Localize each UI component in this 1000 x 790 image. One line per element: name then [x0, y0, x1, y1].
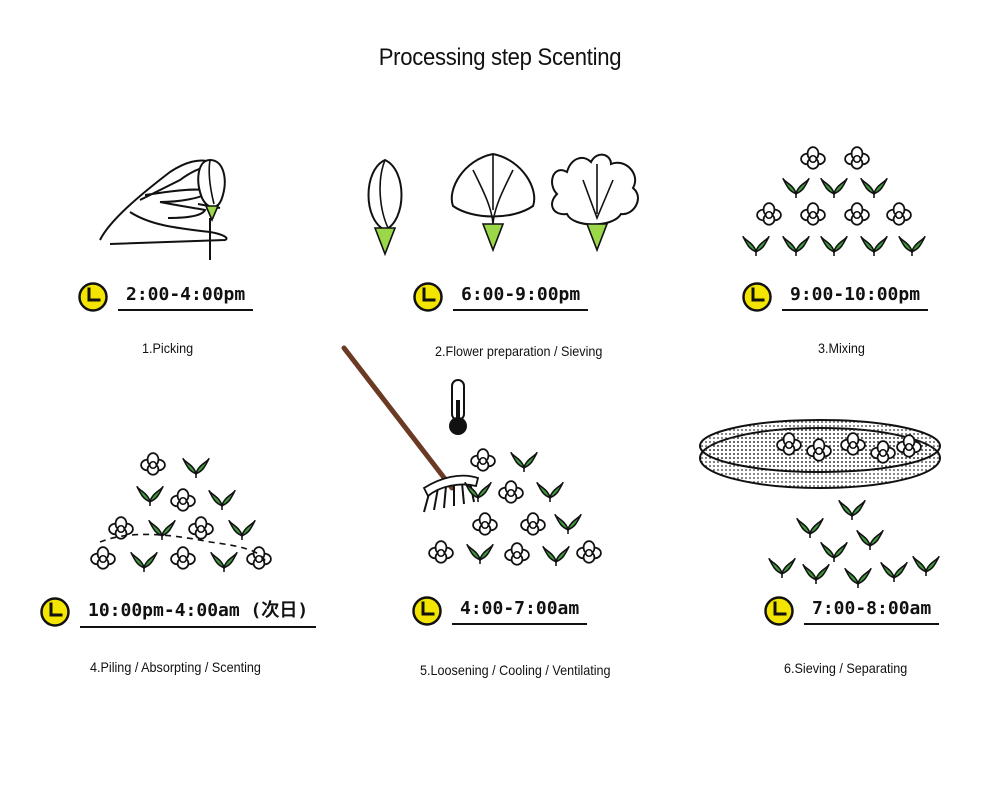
rake-thermometer-illustration [341, 345, 602, 566]
time-bar: 7:00-8:00am [764, 596, 940, 626]
clock-icon [742, 282, 772, 312]
time-bar: 9:00-10:00pm [742, 282, 929, 312]
time-bar: 4:00-7:00am [412, 596, 588, 626]
step-label: 3.Mixing [818, 340, 865, 356]
step-flower-preparation: 6:00-9:00pm 2.Flower preparation / Sievi… [345, 140, 665, 480]
step-label: 2.Flower preparation / Sieving [435, 343, 603, 359]
piling-illustration [90, 452, 272, 572]
step-piling: 10:00pm-4:00am (次日) 4.Piling / Absorptin… [40, 450, 360, 790]
mixing-illustration [741, 146, 927, 256]
clock-icon [413, 282, 443, 312]
step-label: 4.Piling / Absorpting / Scenting [90, 659, 261, 675]
time-range: 4:00-7:00am [452, 598, 588, 625]
thermometer-icon [449, 379, 467, 435]
page-title: Processing step Scenting [378, 44, 622, 71]
step-label: 5.Loosening / Cooling / Ventilating [420, 662, 611, 678]
time-range: 6:00-9:00pm [453, 284, 589, 311]
time-range: 9:00-10:00pm [782, 284, 929, 311]
step-sieving-separating: 7:00-8:00am 6.Sieving / Separating [660, 340, 980, 680]
clock-icon [78, 282, 108, 312]
time-range: 2:00-4:00pm [118, 284, 254, 311]
time-bar: 10:00pm-4:00am (次日) [40, 596, 317, 628]
step-label: 1.Picking [142, 340, 194, 356]
time-bar: 6:00-9:00pm [413, 282, 589, 312]
step-loosening: 4:00-7:00am 5.Loosening / Cooling / Vent… [340, 340, 660, 680]
clock-icon [412, 596, 442, 626]
step-mixing: 9:00-10:00pm 3.Mixing [700, 140, 1000, 480]
time-bar: 2:00-4:00pm [78, 282, 254, 312]
step-label: 6.Sieving / Separating [784, 660, 908, 676]
picking-hand-illustration [99, 158, 228, 260]
clock-icon [40, 597, 70, 627]
step-picking: 2:00-4:00pm 1.Picking [70, 140, 390, 480]
time-range: 7:00-8:00am [804, 598, 940, 625]
time-range: 10:00pm-4:00am (次日) [80, 596, 317, 628]
jasmine-buds-illustration [367, 152, 639, 257]
clock-icon [764, 596, 794, 626]
sieve-illustration [699, 419, 941, 588]
